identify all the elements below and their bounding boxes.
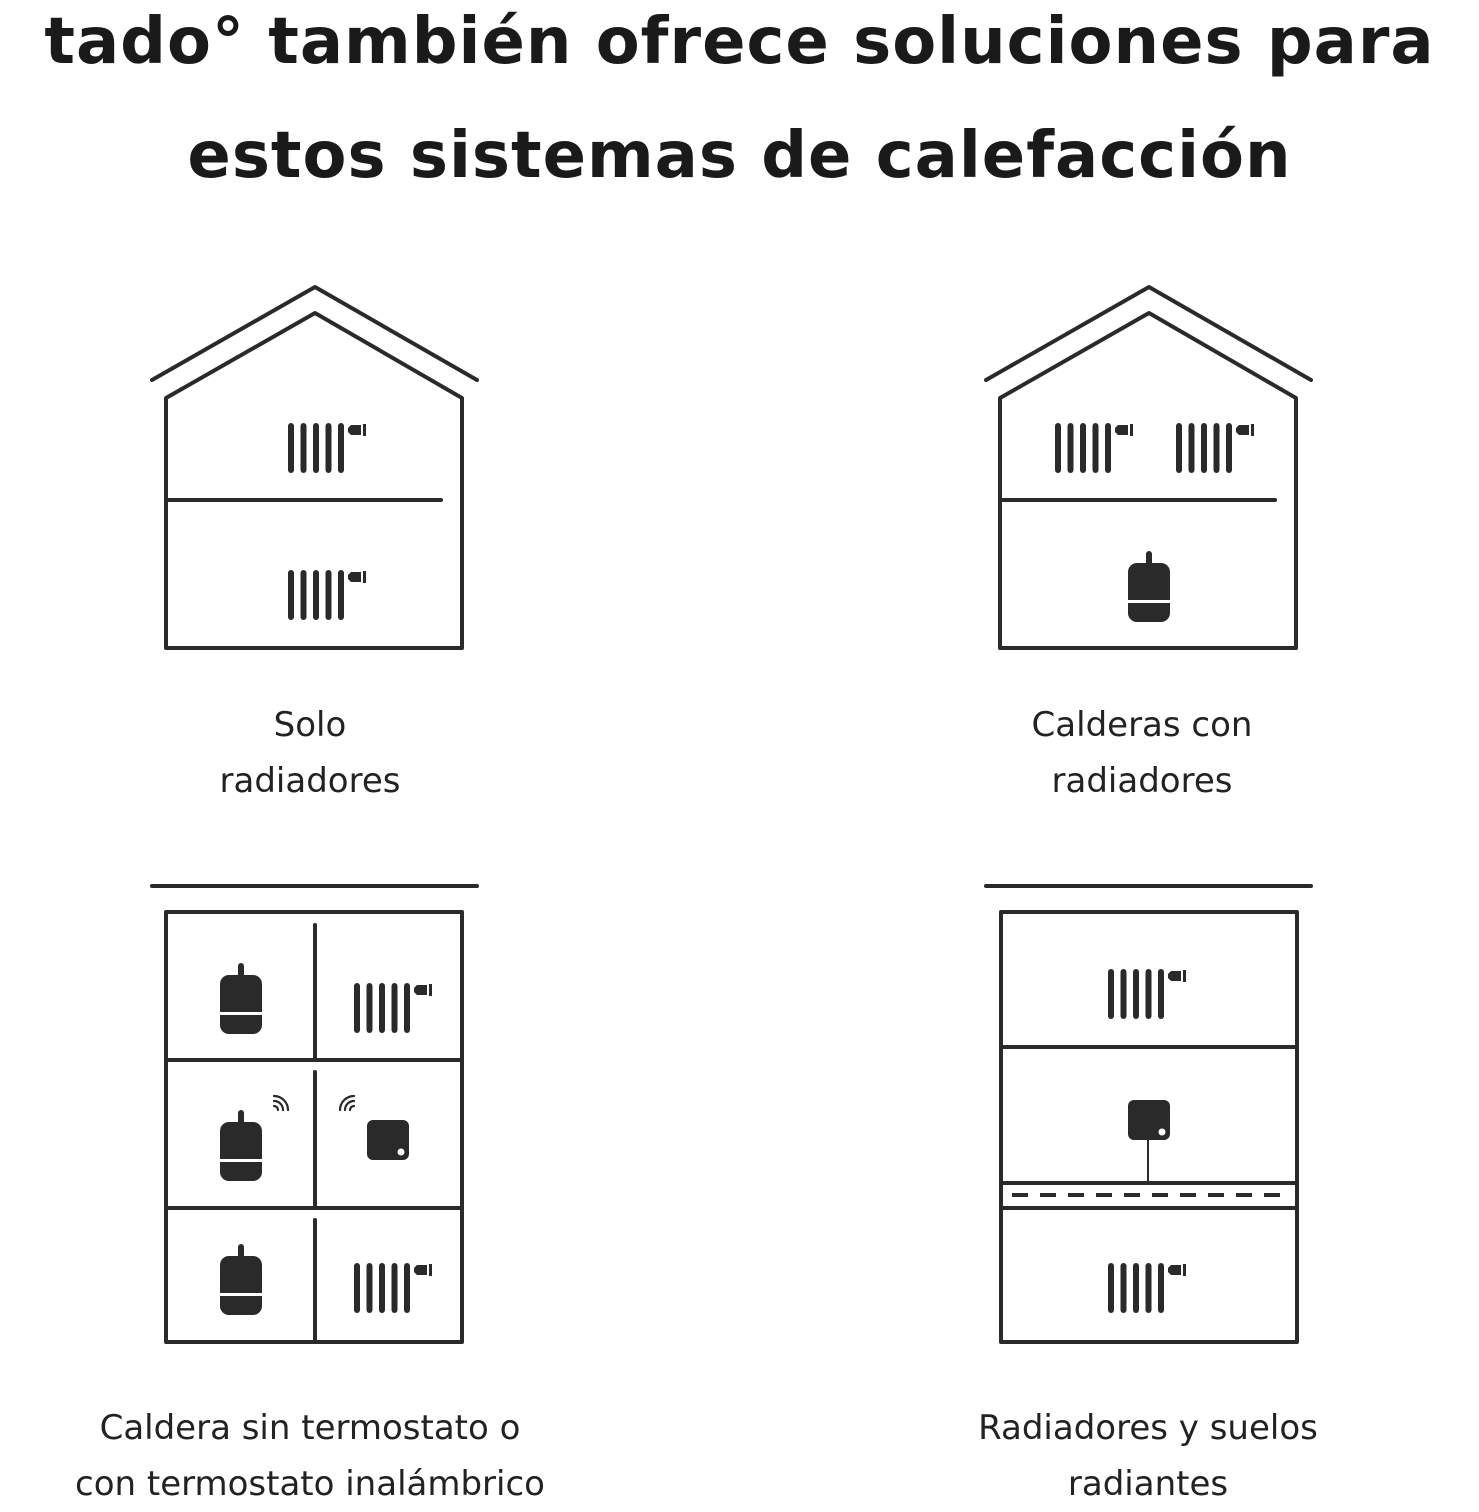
- radiator-icon: [288, 570, 366, 620]
- radiator-icon: [1108, 969, 1186, 1019]
- radiator-icon: [1055, 423, 1133, 473]
- bridge-icon: [1128, 1100, 1170, 1140]
- building-underfloor-heating-icon: [984, 884, 1313, 1344]
- system-label-radiators-only: Solo radiadores: [10, 697, 610, 809]
- label-line: Radiadores y suelos: [978, 1408, 1318, 1448]
- boiler-icon: [1128, 551, 1170, 622]
- radiator-icon: [354, 1263, 432, 1313]
- radiator-icon: [288, 423, 366, 473]
- system-label-underfloor: Radiadores y suelos radiantes: [848, 1400, 1448, 1512]
- label-line: con termostato inalámbrico: [75, 1464, 545, 1504]
- wifi-signal-icon: [338, 1094, 356, 1112]
- bridge-icon: [367, 1120, 409, 1160]
- house-radiators-only-icon: [150, 285, 479, 650]
- boiler-icon: [220, 963, 262, 1034]
- label-line: Caldera sin termostato o: [99, 1408, 521, 1448]
- building-boiler-wireless-icon: [150, 884, 479, 1344]
- label-line: Solo: [273, 705, 347, 745]
- house-boiler-radiators-icon: [984, 285, 1313, 650]
- label-line: radiantes: [1067, 1464, 1229, 1504]
- boiler-icon: [220, 1244, 262, 1315]
- system-label-boilers-radiators: Calderas con radiadores: [842, 697, 1442, 809]
- wifi-signal-icon: [272, 1094, 290, 1112]
- page-title-line-2: estos sistemas de calefacción: [187, 119, 1292, 193]
- page-title-line-1: tado° también ofrece soluciones para: [44, 5, 1435, 79]
- system-label-boiler-wireless: Caldera sin termostato o con termostato …: [10, 1400, 610, 1512]
- boiler-icon: [220, 1110, 262, 1181]
- radiator-icon: [1108, 1263, 1186, 1313]
- label-line: radiadores: [219, 761, 401, 801]
- radiator-icon: [1176, 423, 1254, 473]
- label-line: radiadores: [1051, 761, 1233, 801]
- label-line: Calderas con: [1031, 705, 1253, 745]
- radiator-icon: [354, 983, 432, 1033]
